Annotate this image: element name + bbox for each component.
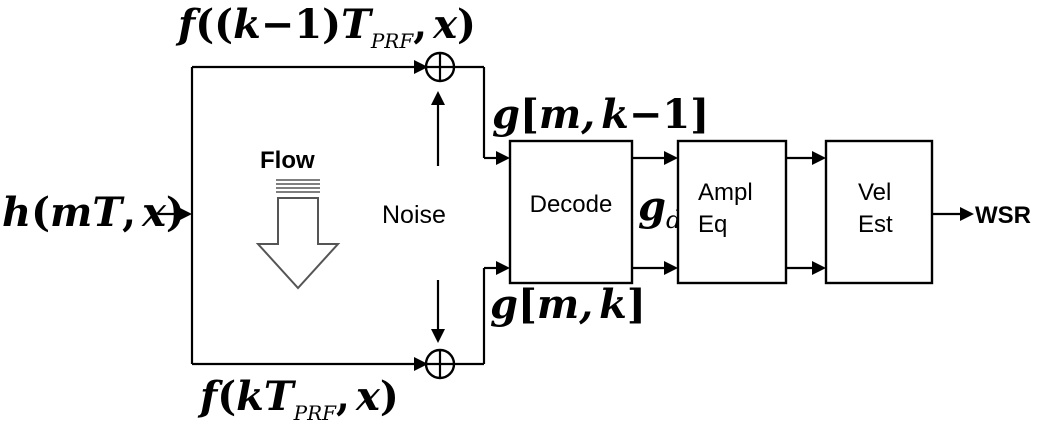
vel-est-label-line1: Vel	[858, 179, 891, 206]
vel-est-label-line2: Est	[858, 211, 893, 238]
flow-down-arrow-icon	[255, 179, 341, 290]
decode-to-ampl-arrows	[632, 151, 678, 275]
output-arrow	[932, 207, 974, 221]
ampl-to-vel-arrows	[786, 151, 826, 275]
bottom-path-to-decode	[454, 261, 510, 366]
bottom-path-arrowhead	[414, 357, 428, 371]
ampl-eq-block: Ampl Eq	[676, 139, 788, 285]
ampl-eq-label-line1: Ampl	[698, 179, 753, 206]
top-path-arrowhead	[414, 60, 428, 74]
g-bottom-label: g[m,k]	[490, 281, 646, 328]
medium-box	[190, 65, 416, 366]
decode-block: Decode	[508, 139, 634, 285]
vel-est-block: Vel Est	[824, 139, 934, 285]
top-path-to-decode	[454, 65, 510, 165]
sum-junction-bottom-icon	[424, 348, 456, 380]
ampl-eq-label-line2: Eq	[698, 211, 727, 238]
flow-label: Flow	[260, 147, 315, 174]
g-top-label: g[m,k−1]	[492, 91, 709, 138]
decode-label: Decode	[530, 191, 613, 218]
gd-label: gd	[638, 183, 681, 234]
bottom-branch-label: f(kTPRF,x)	[197, 373, 399, 425]
noise-up-arrow	[431, 91, 445, 166]
output-label: WSR	[975, 202, 1031, 229]
input-signal-label: h(mT,x)	[2, 189, 185, 236]
noise-label: Noise	[382, 201, 446, 229]
input-arrow	[158, 207, 192, 221]
noise-down-arrow	[431, 280, 445, 343]
sum-junction-top-icon	[424, 51, 456, 83]
top-branch-label: f((k−1)TPRF,x)	[175, 1, 476, 53]
